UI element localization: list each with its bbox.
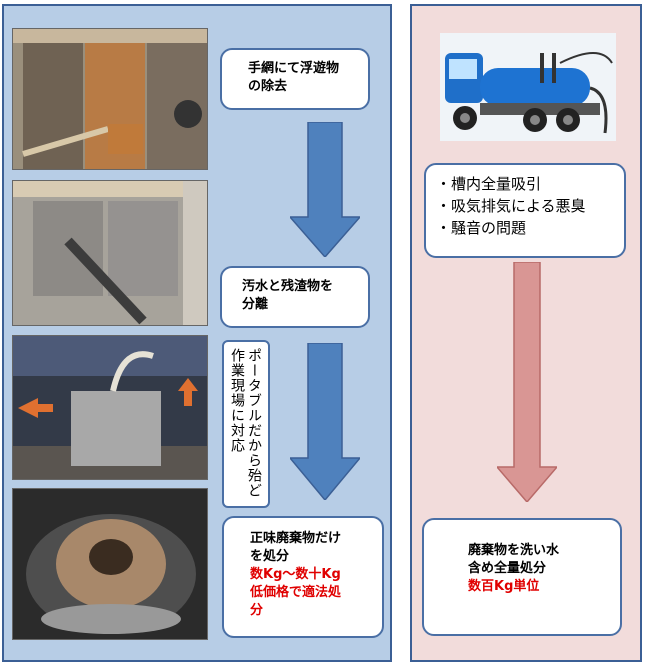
result-line2: 含め全量処分 [468,561,547,576]
photo-filtered-waste [12,488,208,640]
photo-tank-skimming [12,28,208,170]
step3-box: 正味廃棄物だけ を処分 数Kg～数十Kg 低価格で適法処 分 [222,516,384,638]
photo-tank-separation-image [13,181,207,325]
step2-line1: 汚水と残渣物を [242,279,334,294]
vacuum-truck-svg [440,33,616,141]
vacuum-truck-image [440,33,616,141]
step2-box: 汚水と残渣物を 分離 [220,266,370,328]
down-arrow-red [497,262,557,502]
down-arrow-2 [290,343,360,500]
issue-item-2: ・吸気排気による悪臭 [436,197,586,215]
issue-item-1: ・槽内全量吸引 [436,175,542,193]
issues-box: ・槽内全量吸引 ・吸気排気による悪臭 ・騒音の問題 [424,163,626,258]
photo-tank-skimming-image [13,29,207,169]
step3-line1: 正味廃棄物だけ [250,531,342,546]
step1-line2: の除去 [248,79,288,94]
step3-line2: を処分 [250,549,290,564]
photo-portable-unit-image [13,336,207,479]
result-box: 廃棄物を洗い水 含め全量処分 数百Kg単位 [422,518,622,636]
step3-red2: 低価格で適法処 [250,585,342,600]
step1-box: 手網にて浮遊物 の除去 [220,48,370,110]
photo-tank-separation [12,180,208,326]
step3-red3: 分 [250,603,264,618]
step3-red1: 数Kg～数十Kg [250,567,341,582]
step2-line2: 分離 [242,297,269,312]
result-red1: 数百Kg単位 [468,579,540,594]
down-arrow-1 [290,122,360,257]
photo-filtered-waste-image [13,489,207,639]
result-line1: 廃棄物を洗い水 [468,543,560,558]
portable-note-box: ポータブルだから殆ど作業現場に対応 [222,340,270,508]
step1-line1: 手網にて浮遊物 [248,61,340,76]
portable-note-text: ポータブルだから殆ど作業現場に対応 [229,348,262,498]
photo-portable-unit [12,335,208,480]
issue-item-3: ・騒音の問題 [436,219,527,237]
